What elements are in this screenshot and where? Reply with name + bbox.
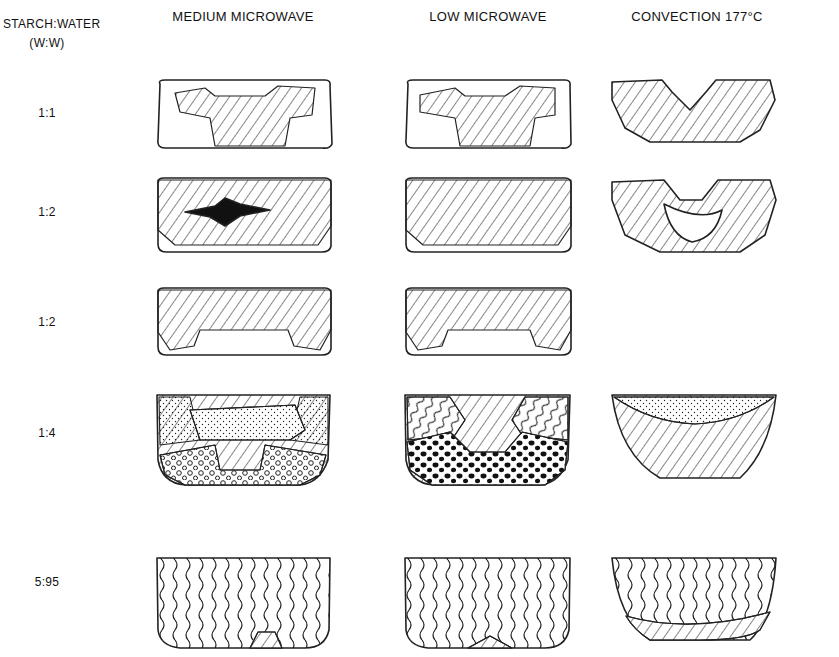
row-label: 1:4 [38, 426, 56, 440]
axis-label: STARCH:WATER [3, 17, 100, 31]
axis-label: (W:W) [29, 36, 64, 50]
row-label: 1:2 [38, 205, 56, 219]
column-header: LOW MICROWAVE [429, 9, 546, 24]
column-header: CONVECTION 177°C [631, 9, 762, 24]
row-label: 1:2 [38, 315, 56, 329]
column-header: MEDIUM MICROWAVE [172, 9, 313, 24]
row-label: 5:95 [35, 575, 60, 589]
row-label: 1:1 [38, 106, 56, 120]
